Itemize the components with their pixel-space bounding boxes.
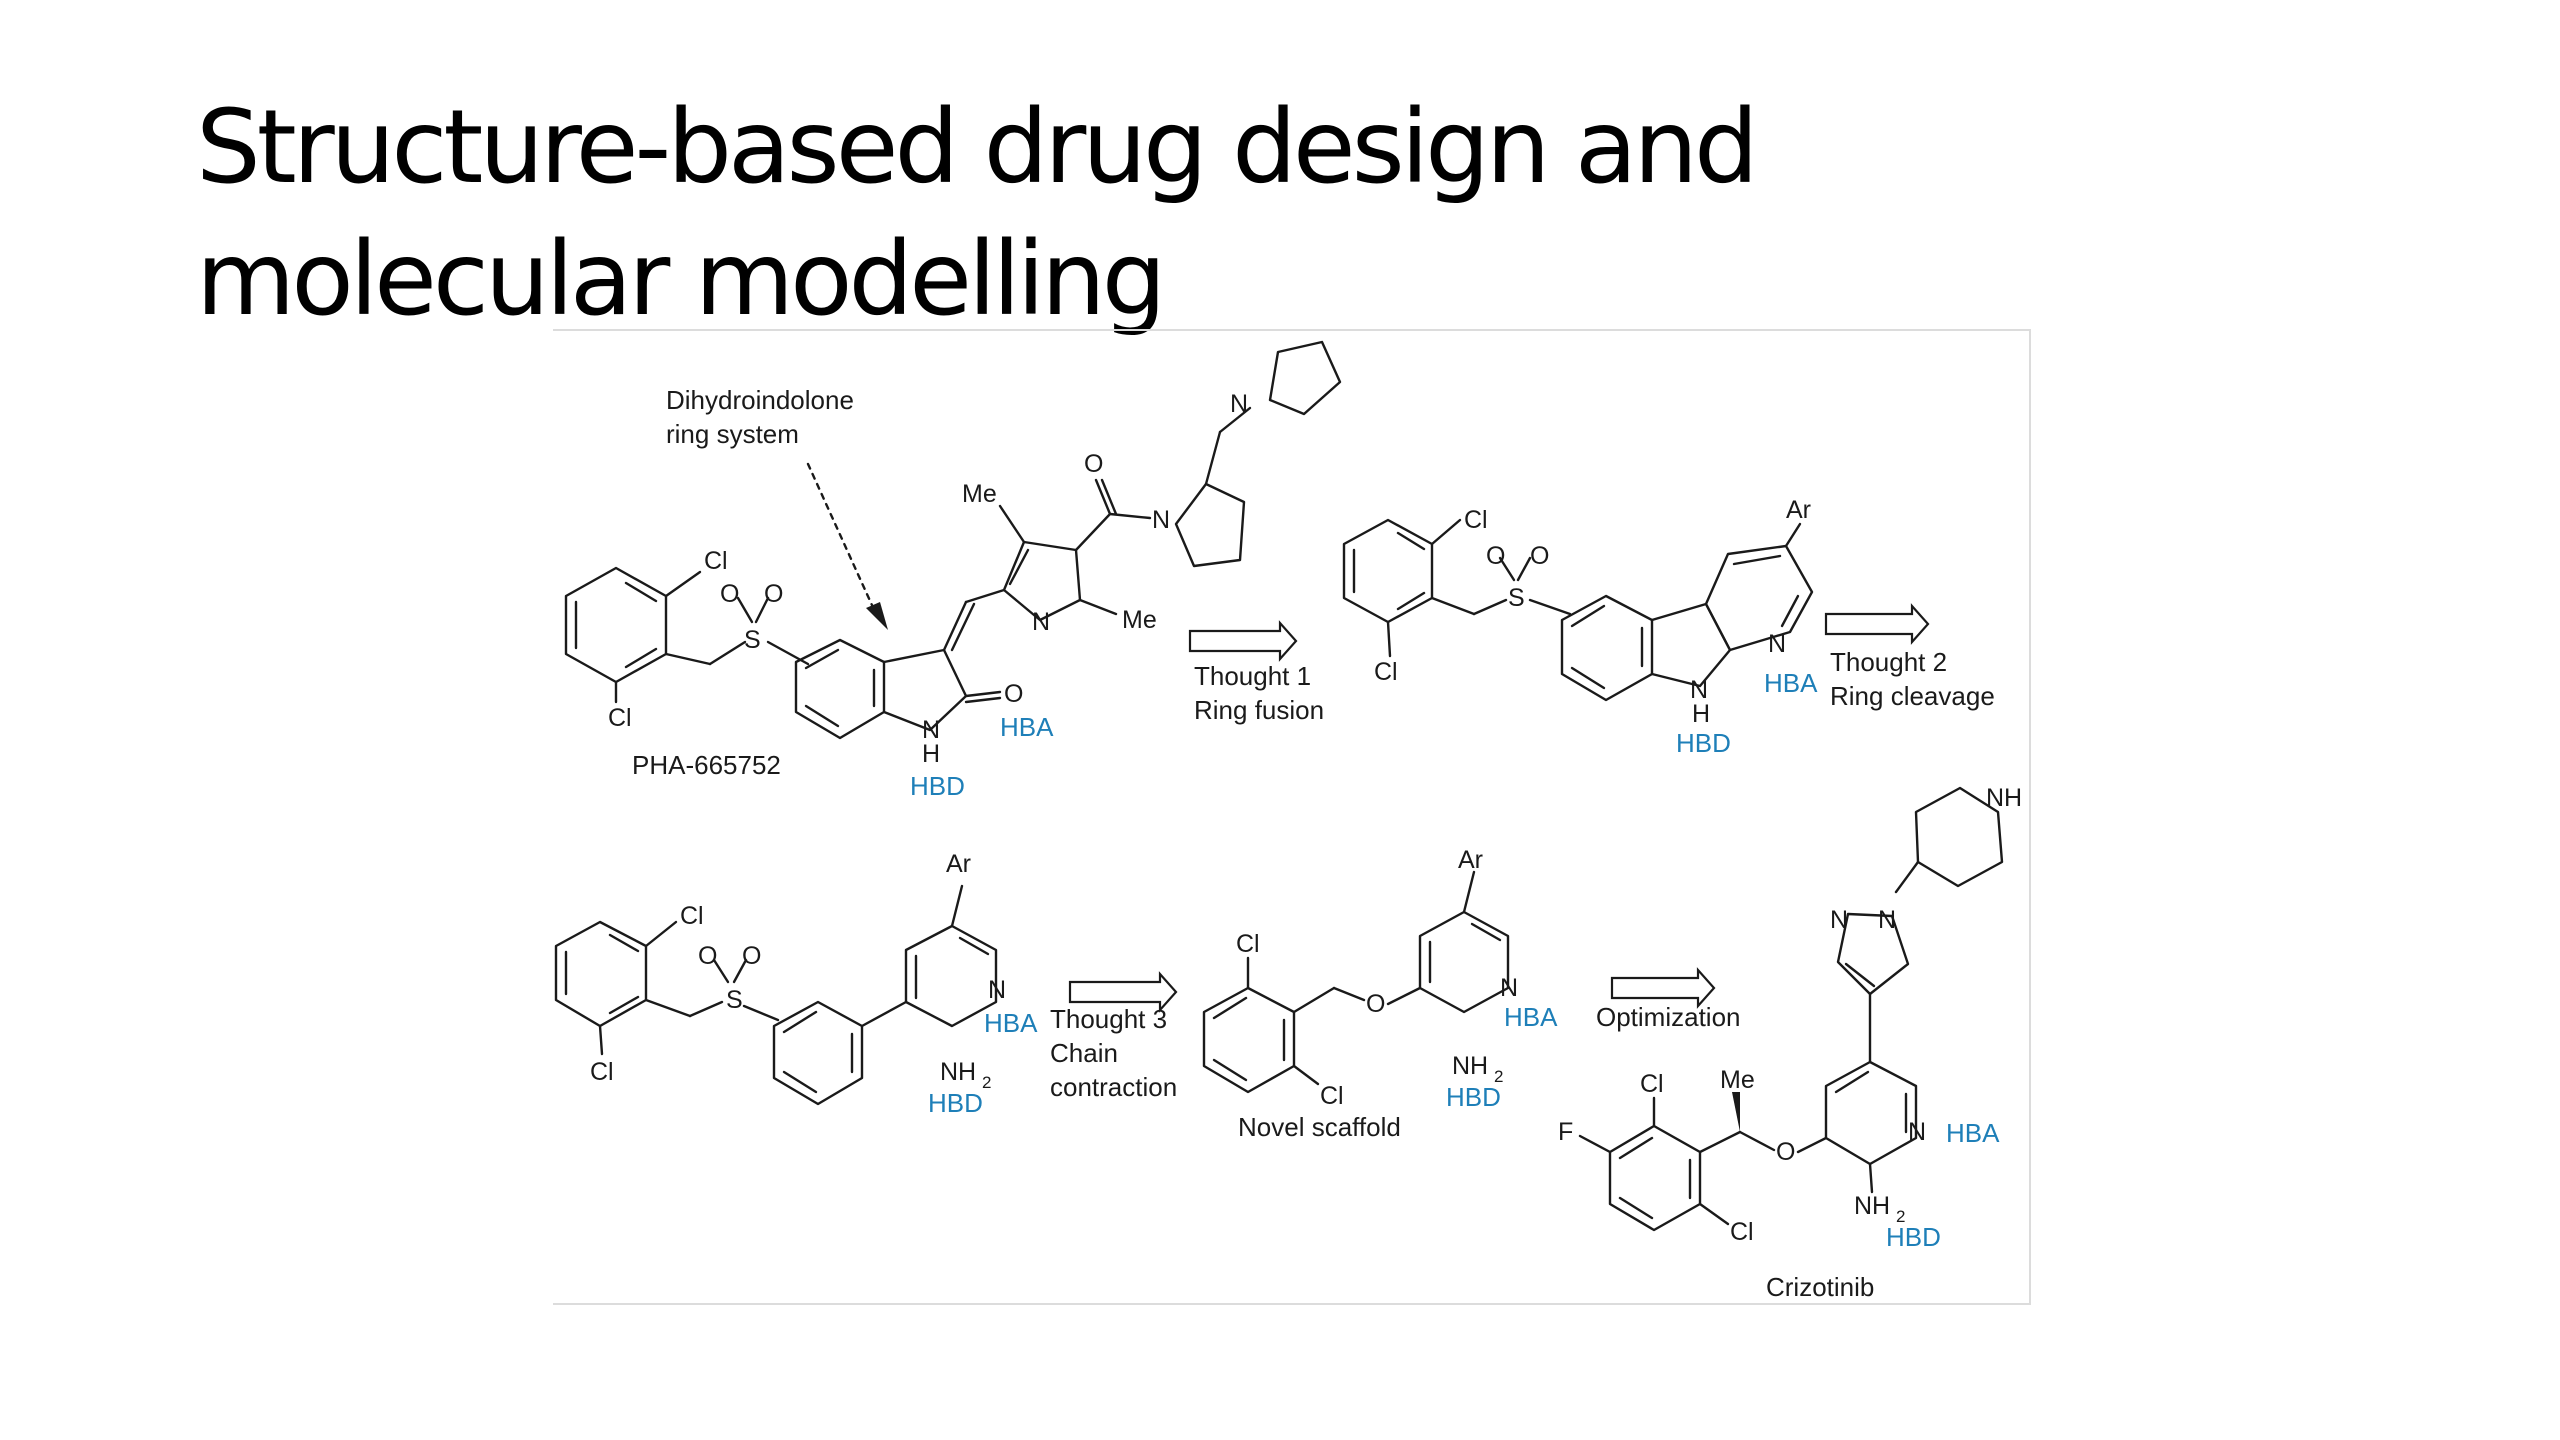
thought-2-line-2: Ring cleavage	[1830, 681, 1995, 711]
atom-s: S	[744, 626, 761, 654]
atom-n: N	[1152, 506, 1170, 534]
thought-3-line-2: Chain	[1050, 1038, 1118, 1068]
atom-cl: Cl	[680, 902, 704, 930]
atom-h: H	[922, 740, 940, 768]
atom-cl: Cl	[608, 704, 632, 732]
atom-nh2: NH	[940, 1058, 976, 1086]
atom-cl: Cl	[1236, 930, 1260, 958]
atom-n: N	[1830, 906, 1848, 934]
atom-me: Me	[1122, 606, 1157, 634]
figure-panel: Dihydroindolone ring system Cl Cl O O S …	[553, 329, 2031, 1305]
atom-o: O	[1366, 990, 1385, 1018]
carboline-structure	[1342, 518, 1814, 702]
atom-o: O	[720, 580, 739, 608]
atom-cl: Cl	[1730, 1218, 1754, 1246]
title-line-1: Structure-based drug design and	[196, 88, 1759, 207]
atom-nh2: NH	[1854, 1192, 1890, 1220]
tag-hbd: HBD	[1886, 1222, 1941, 1252]
thought-1-arrow	[1188, 620, 1298, 662]
atom-cl: Cl	[1374, 658, 1398, 686]
callout-pointer	[806, 462, 878, 616]
atom-n: N	[1690, 676, 1708, 704]
tag-hba: HBA	[1946, 1118, 2000, 1148]
tag-hbd: HBD	[1446, 1082, 1501, 1112]
atom-cl: Cl	[1640, 1070, 1664, 1098]
atom-n: N	[1500, 974, 1518, 1002]
optimization-label: Optimization	[1596, 1002, 1741, 1032]
atom-h: H	[1692, 700, 1710, 728]
compound-label-novel: Novel scaffold	[1238, 1112, 1401, 1142]
atom-ar: Ar	[946, 850, 971, 878]
optimization-arrow	[1610, 967, 1716, 1009]
thought-3-arrow	[1068, 971, 1178, 1013]
atom-me: Me	[1720, 1066, 1755, 1094]
compound-label-crizotinib: Crizotinib	[1766, 1272, 1874, 1302]
atom-n: N	[1908, 1118, 1926, 1146]
atom-s: S	[726, 986, 743, 1014]
atom-o: O	[742, 942, 761, 970]
title-line-2: molecular modelling	[196, 220, 1166, 339]
atom-cl: Cl	[1320, 1082, 1344, 1110]
atom-o: O	[1004, 680, 1023, 708]
atom-n: N	[1768, 630, 1786, 658]
atom-o: O	[1530, 542, 1549, 570]
atom-o: O	[698, 942, 717, 970]
compound-label-pha: PHA-665752	[632, 750, 781, 780]
thought-2-line-1: Thought 2	[1830, 647, 1947, 677]
atom-nh: NH	[1986, 784, 2022, 812]
novel-scaffold-structure	[1202, 870, 1510, 1094]
tag-hba: HBA	[1000, 712, 1054, 742]
atom-me: Me	[962, 480, 997, 508]
thought-3-line-3: contraction	[1050, 1072, 1177, 1102]
crizotinib-structure	[1578, 786, 2004, 1232]
atom-ar: Ar	[1458, 846, 1483, 874]
tag-hbd: HBD	[1676, 728, 1731, 758]
atom-n: N	[988, 976, 1006, 1004]
atom-s: S	[1508, 584, 1525, 612]
atom-cl: Cl	[704, 547, 728, 575]
atom-cl: Cl	[1464, 506, 1488, 534]
tag-hba: HBA	[1764, 668, 1818, 698]
callout-arrowhead	[866, 602, 888, 630]
thought-1-line-2: Ring fusion	[1194, 695, 1324, 725]
atom-subscript: 2	[1896, 1207, 1905, 1226]
atom-o: O	[764, 580, 783, 608]
thought-2-arrow	[1824, 603, 1930, 645]
atom-ar: Ar	[1786, 496, 1811, 524]
atom-o: O	[1084, 450, 1103, 478]
atom-o: O	[1486, 542, 1505, 570]
atom-n: N	[922, 716, 940, 744]
tag-hba: HBA	[1504, 1002, 1558, 1032]
reaction-scheme: Dihydroindolone ring system Cl Cl O O S …	[554, 340, 2022, 1302]
thought-3-line-1: Thought 3	[1050, 1004, 1167, 1034]
tag-hba: HBA	[984, 1008, 1038, 1038]
atom-n: N	[1032, 608, 1050, 636]
tag-hbd: HBD	[910, 771, 965, 801]
atom-o: O	[1776, 1138, 1795, 1166]
atom-subscript: 2	[1494, 1067, 1503, 1086]
callout-line-2: ring system	[666, 419, 799, 449]
callout-line-1: Dihydroindolone	[666, 385, 854, 415]
atom-n: N	[1878, 906, 1896, 934]
atom-cl: Cl	[590, 1058, 614, 1086]
atom-nh2: NH	[1452, 1052, 1488, 1080]
biaryl-structure	[554, 884, 998, 1106]
pha-665752-structure	[564, 340, 1342, 740]
thought-1-line-1: Thought 1	[1194, 661, 1311, 691]
atom-n: N	[1230, 390, 1248, 418]
tag-hbd: HBD	[928, 1088, 983, 1118]
atom-subscript: 2	[982, 1073, 991, 1092]
slide-title: Structure-based drug design and molecula…	[196, 82, 2196, 346]
atom-f: F	[1558, 1118, 1573, 1146]
